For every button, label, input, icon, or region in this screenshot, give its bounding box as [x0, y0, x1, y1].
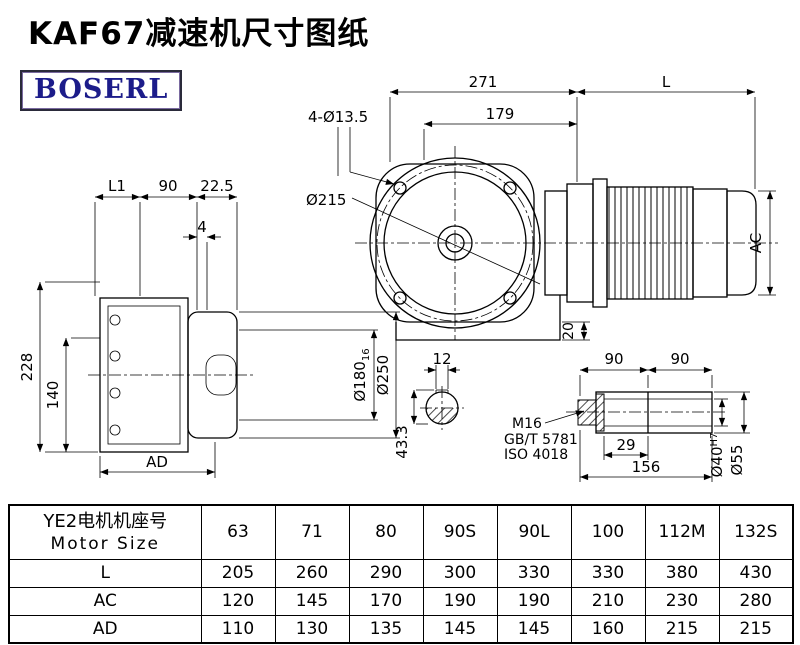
table-cell: 430: [718, 558, 794, 588]
dim-140: 140: [44, 381, 62, 410]
table-cell: 170: [348, 586, 424, 616]
dim-179: 179: [486, 105, 515, 123]
size-column-header: 132S: [718, 504, 794, 560]
table-cell: 280: [718, 586, 794, 616]
table-cell: 110: [200, 614, 276, 644]
table-cell: 300: [422, 558, 498, 588]
table-cell: 190: [496, 586, 572, 616]
row-label: AD: [8, 614, 202, 644]
dim-250: Ø250: [374, 355, 392, 395]
table-cell: 130: [274, 614, 350, 644]
dim-156: 156: [632, 458, 661, 476]
header-motor-size-en: Motor Size: [50, 534, 160, 555]
bolt-hole: [503, 291, 517, 305]
side-dimensions: L1 90 22.5 4 228 140 AD Ø18016: [18, 177, 400, 478]
table-row-L: L 205 260 290 300 330 330 380 430: [8, 558, 794, 588]
dim-55: Ø55: [728, 445, 746, 476]
dim-90-right: 90: [670, 350, 689, 368]
dim-40H7: Ø40H7: [708, 433, 726, 478]
dim-AC: AC: [747, 233, 765, 253]
header-motor-size-cn: YE2电机机座号: [43, 510, 168, 532]
table-cell: 145: [274, 586, 350, 616]
dim-180-tolerance: 16: [361, 348, 372, 361]
table-cell: 120: [200, 586, 276, 616]
dim-43-3: 43.3: [393, 425, 411, 458]
table-header-row: YE2电机机座号 Motor Size 63 71 80 90S 90L 100…: [8, 504, 794, 560]
dim-AD: AD: [146, 453, 168, 471]
cover-bolt: [109, 424, 121, 436]
table-cell: 160: [570, 614, 646, 644]
size-column-header: 80: [348, 504, 424, 560]
front-dimensions: 271 L 179 4-Ø13.5 Ø215 AC 20: [306, 73, 776, 341]
dim-180: Ø18016: [351, 348, 372, 401]
dim-L1: L1: [108, 177, 126, 195]
label-GBT-5781: GB/T 5781: [504, 432, 578, 448]
dim-40-value: Ø40: [708, 446, 726, 477]
dim-4: 4: [197, 218, 207, 236]
table-row-AD: AD 110 130 135 145 145 160 215 215: [8, 614, 794, 644]
dim-12: 12: [432, 350, 451, 368]
row-label: AC: [8, 586, 202, 616]
dim-271: 271: [469, 73, 498, 91]
washer: [595, 393, 605, 432]
cover-bolt: [109, 350, 121, 362]
row-label: L: [8, 558, 202, 588]
bolt-hole: [503, 181, 517, 195]
technical-drawing: 271 L 179 4-Ø13.5 Ø215 AC 20: [18, 73, 778, 482]
boserl-logo: BOSERL: [20, 70, 183, 111]
table-cell: 330: [496, 558, 572, 588]
size-column-header: 63: [200, 504, 276, 560]
table-cell: 145: [422, 614, 498, 644]
size-column-header: 100: [570, 504, 646, 560]
dim-L: L: [662, 73, 671, 91]
dim-29: 29: [616, 436, 635, 454]
dim-20: 20: [561, 322, 577, 340]
dim-40-tolerance: H7: [709, 433, 720, 447]
table-cell: 290: [348, 558, 424, 588]
dim-228: 228: [18, 353, 36, 382]
label-M16: M16: [512, 416, 542, 432]
motor-fin-section: [606, 186, 694, 300]
bolt-hole: [393, 181, 407, 195]
table-cell: 330: [570, 558, 646, 588]
motor-fan-cowl: [726, 190, 757, 296]
dim-bcd-215: Ø215: [306, 191, 346, 209]
header-motor-size: YE2电机机座号 Motor Size: [8, 504, 202, 560]
front-view: [355, 146, 778, 341]
table-cell: 210: [570, 586, 646, 616]
table-cell: 145: [496, 614, 572, 644]
table-cell: 190: [422, 586, 498, 616]
cover-bolt: [109, 314, 121, 326]
page-title: KAF67减速机尺寸图纸: [28, 16, 370, 52]
dim-bolt-holes: 4-Ø13.5: [308, 108, 368, 126]
dim-90-left: 90: [604, 350, 623, 368]
dim-180-value: Ø180: [351, 361, 369, 401]
table-cell: 215: [718, 614, 794, 644]
table-cell: 135: [348, 614, 424, 644]
bolt-head: [577, 399, 597, 426]
dim-90-side: 90: [158, 177, 177, 195]
table-cell: 215: [644, 614, 720, 644]
label-ISO-4018: ISO 4018: [504, 447, 568, 463]
table-cell: 205: [200, 558, 276, 588]
size-column-header: 71: [274, 504, 350, 560]
boserl-logo-text: BOSERL: [34, 74, 169, 105]
size-column-header: 112M: [644, 504, 720, 560]
table-row-AC: AC 120 145 170 190 190 210 230 280: [8, 586, 794, 616]
shaft-detail-view: 90 90 M16 GB/T 5781 ISO 4018 29 156 Ø40H…: [504, 350, 750, 482]
size-column-header: 90S: [422, 504, 498, 560]
motor-size-table: YE2电机机座号 Motor Size 63 71 80 90S 90L 100…: [8, 504, 794, 644]
table-cell: 230: [644, 586, 720, 616]
side-view: [88, 297, 255, 453]
cover-bolt: [109, 387, 121, 399]
dim-22-5: 22.5: [200, 177, 233, 195]
table-cell: 380: [644, 558, 720, 588]
housing-foot: [395, 295, 561, 341]
bolt-hole: [393, 291, 407, 305]
size-column-header: 90L: [496, 504, 572, 560]
shaft-end-view: 12 43.3: [393, 350, 464, 459]
shaft-body: [595, 391, 713, 434]
table-cell: 260: [274, 558, 350, 588]
